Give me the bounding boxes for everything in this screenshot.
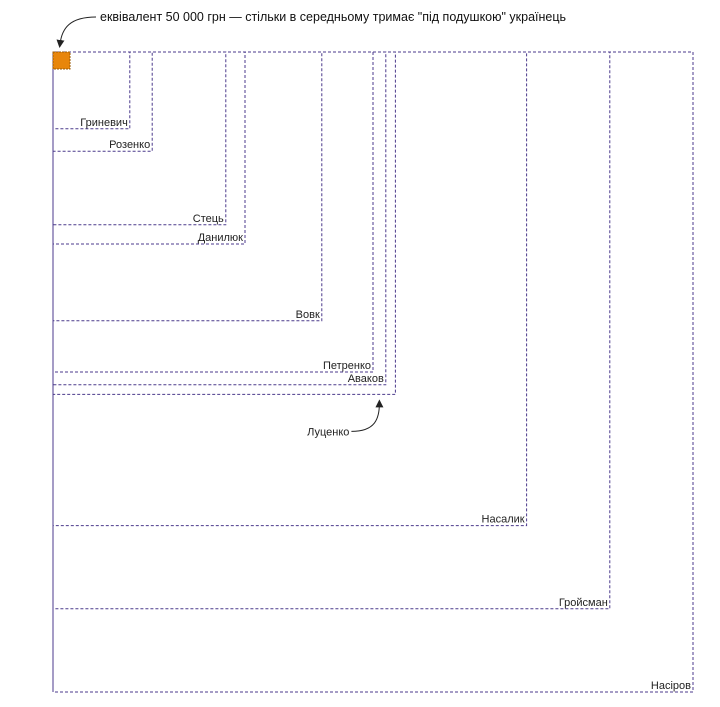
square-label-2: Стець bbox=[193, 213, 224, 225]
square-label-4: Вовк bbox=[296, 309, 320, 321]
squares-group bbox=[52, 51, 694, 693]
square-label-9: Гройсман bbox=[559, 597, 608, 609]
title-arrow bbox=[56, 16, 97, 48]
reference-square bbox=[52, 51, 71, 70]
square-label-8: Насалик bbox=[482, 514, 525, 526]
square-label-10: Насіров bbox=[651, 680, 691, 692]
square-7 bbox=[52, 51, 396, 395]
square-label-3: Данилюк bbox=[198, 232, 243, 244]
square-label-5: Петренко bbox=[323, 360, 371, 372]
square-10 bbox=[52, 51, 694, 693]
chart-title: еквівалент 50 000 грн — стільки в середн… bbox=[100, 10, 566, 24]
square-4 bbox=[52, 51, 323, 322]
square-label-7: Луценко bbox=[307, 426, 349, 438]
square-label-1: Розенко bbox=[109, 139, 150, 151]
square-0 bbox=[52, 51, 131, 130]
square-9 bbox=[52, 51, 611, 610]
square-label-0: Гриневич bbox=[80, 117, 128, 129]
square-label-6: Аваков bbox=[348, 373, 384, 385]
labels-group: ГриневичРозенкоСтецьДанилюкВовкПетренкоА… bbox=[80, 117, 691, 692]
lutsenko-arrow bbox=[351, 399, 384, 432]
